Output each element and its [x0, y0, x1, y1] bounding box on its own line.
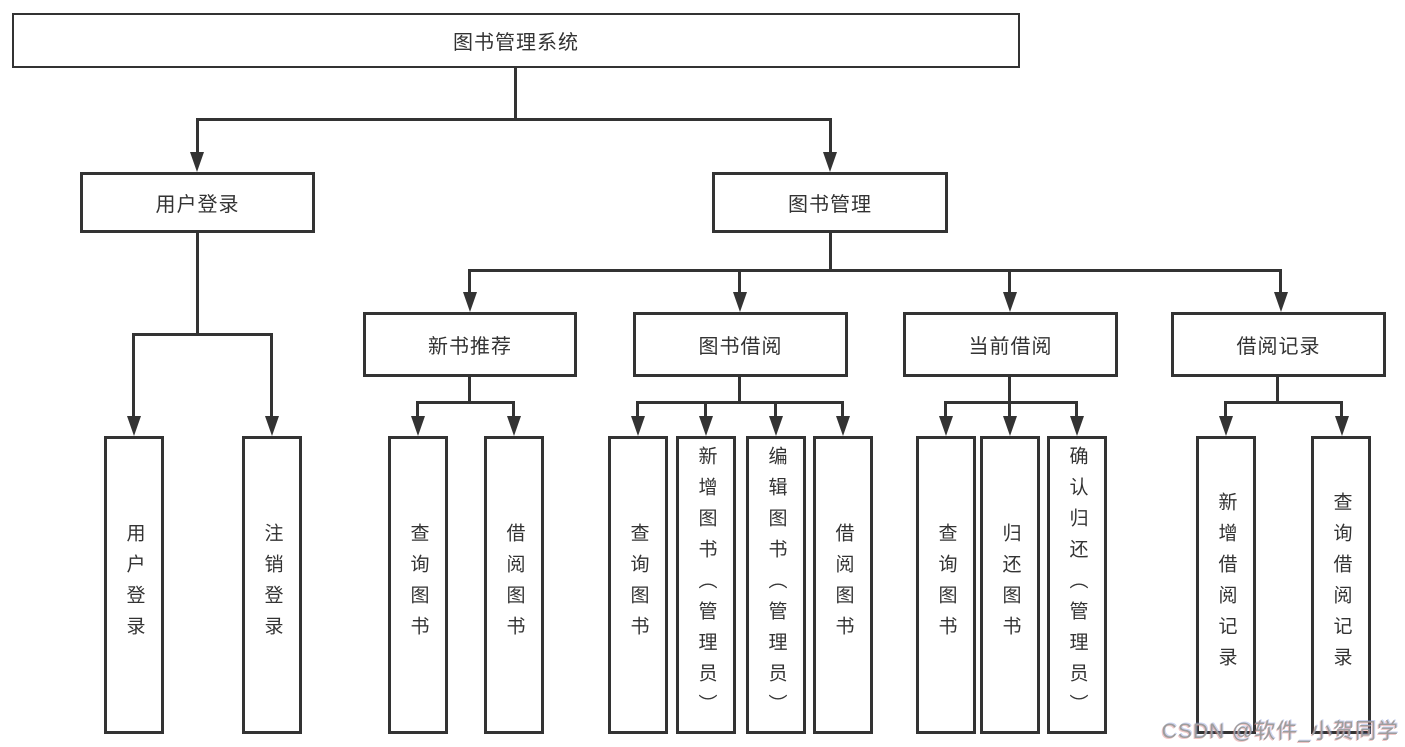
node-current-borrowing: 当前借阅 — [903, 312, 1118, 377]
connector-hline — [468, 269, 1282, 272]
connector-vline — [738, 271, 741, 292]
connector-vline — [1008, 377, 1011, 403]
arrow-down-icon — [1335, 416, 1349, 436]
node-label: 图书管理 — [788, 194, 872, 216]
leaf-user-login: 用户登录 — [104, 436, 164, 734]
leaf-label: 查询图书 — [627, 523, 649, 647]
node-label: 图书借阅 — [698, 336, 783, 358]
leaf-logout: 注销登录 — [242, 436, 302, 734]
leaf-label: 归还图书 — [999, 523, 1021, 647]
leaf-label: 用户登录 — [123, 523, 145, 647]
leaf-query-books-recommend: 查询图书 — [388, 436, 448, 734]
leaf-label: 查询图书 — [407, 523, 429, 647]
leaf-add-borrow-record: 新增借阅记录 — [1196, 436, 1256, 734]
connector-vline — [829, 120, 832, 152]
leaf-label: 借阅图书 — [503, 523, 525, 647]
arrow-down-icon — [631, 416, 645, 436]
connector-vline — [196, 120, 199, 152]
leaf-return-books: 归还图书 — [980, 436, 1040, 734]
arrow-down-icon — [699, 416, 713, 436]
arrow-down-icon — [1003, 292, 1017, 312]
node-label: 图书管理系统 — [453, 32, 579, 54]
leaf-label: 注销登录 — [261, 523, 283, 647]
arrow-down-icon — [190, 152, 204, 172]
connector-hline — [196, 118, 832, 121]
node-book-management: 图书管理 — [712, 172, 948, 233]
connector-vline — [196, 233, 199, 335]
node-user-login: 用户登录 — [80, 172, 315, 233]
connector-vline — [270, 335, 273, 416]
connector-vline — [1340, 403, 1343, 416]
arrow-down-icon — [823, 152, 837, 172]
node-label: 用户登录 — [155, 194, 240, 216]
connector-vline — [514, 68, 517, 120]
connector-hline — [636, 401, 844, 404]
connector-vline — [512, 403, 515, 416]
connector-hline — [1224, 401, 1343, 404]
leaf-query-borrow-record: 查询借阅记录 — [1311, 436, 1371, 734]
arrow-down-icon — [463, 292, 477, 312]
leaf-borrow-books: 借阅图书 — [813, 436, 873, 734]
leaf-label: 查询图书 — [935, 523, 957, 647]
leaf-label: 新增图书（管理员） — [695, 445, 717, 725]
node-new-book-recommend: 新书推荐 — [363, 312, 577, 377]
arrow-down-icon — [1274, 292, 1288, 312]
arrow-down-icon — [265, 416, 279, 436]
arrow-down-icon — [1219, 416, 1233, 436]
arrow-down-icon — [1070, 416, 1084, 436]
connector-vline — [944, 403, 947, 416]
connector-vline — [1279, 271, 1282, 292]
leaf-label: 新增借阅记录 — [1215, 492, 1237, 678]
connector-vline — [416, 403, 419, 416]
arrow-down-icon — [127, 416, 141, 436]
connector-vline — [774, 403, 777, 416]
leaf-edit-books-admin: 编辑图书（管理员） — [746, 436, 806, 734]
arrow-down-icon — [836, 416, 850, 436]
leaf-confirm-return-admin: 确认归还（管理员） — [1047, 436, 1107, 734]
connector-vline — [1008, 403, 1011, 416]
arrow-down-icon — [733, 292, 747, 312]
arrow-down-icon — [939, 416, 953, 436]
connector-vline — [636, 403, 639, 416]
leaf-borrow-books-recommend: 借阅图书 — [484, 436, 544, 734]
leaf-label: 借阅图书 — [832, 523, 854, 647]
connector-hline — [132, 333, 273, 336]
connector-hline — [416, 401, 515, 404]
node-library-management-system: 图书管理系统 — [12, 13, 1020, 68]
arrow-down-icon — [507, 416, 521, 436]
leaf-query-books-borrow: 查询图书 — [608, 436, 668, 734]
leaf-label: 查询借阅记录 — [1330, 492, 1352, 678]
connector-vline — [1224, 403, 1227, 416]
node-book-borrowing: 图书借阅 — [633, 312, 848, 377]
node-label: 借阅记录 — [1236, 336, 1321, 358]
connector-vline — [1075, 403, 1078, 416]
node-label: 当前借阅 — [968, 336, 1053, 358]
connector-vline — [468, 377, 471, 403]
connector-vline — [841, 403, 844, 416]
arrow-down-icon — [411, 416, 425, 436]
leaf-label: 确认归还（管理员） — [1066, 445, 1088, 725]
node-label: 新书推荐 — [428, 336, 512, 358]
leaf-query-books-current: 查询图书 — [916, 436, 976, 734]
connector-vline — [829, 233, 832, 271]
connector-vline — [468, 271, 471, 292]
connector-vline — [738, 377, 741, 403]
connector-vline — [1276, 377, 1279, 403]
connector-vline — [132, 335, 135, 416]
arrow-down-icon — [769, 416, 783, 436]
arrow-down-icon — [1003, 416, 1017, 436]
leaf-label: 编辑图书（管理员） — [765, 445, 787, 725]
connector-hline — [944, 401, 1078, 404]
leaf-add-books-admin: 新增图书（管理员） — [676, 436, 736, 734]
node-borrowing-records: 借阅记录 — [1171, 312, 1386, 377]
connector-vline — [704, 403, 707, 416]
connector-vline — [1008, 271, 1011, 292]
